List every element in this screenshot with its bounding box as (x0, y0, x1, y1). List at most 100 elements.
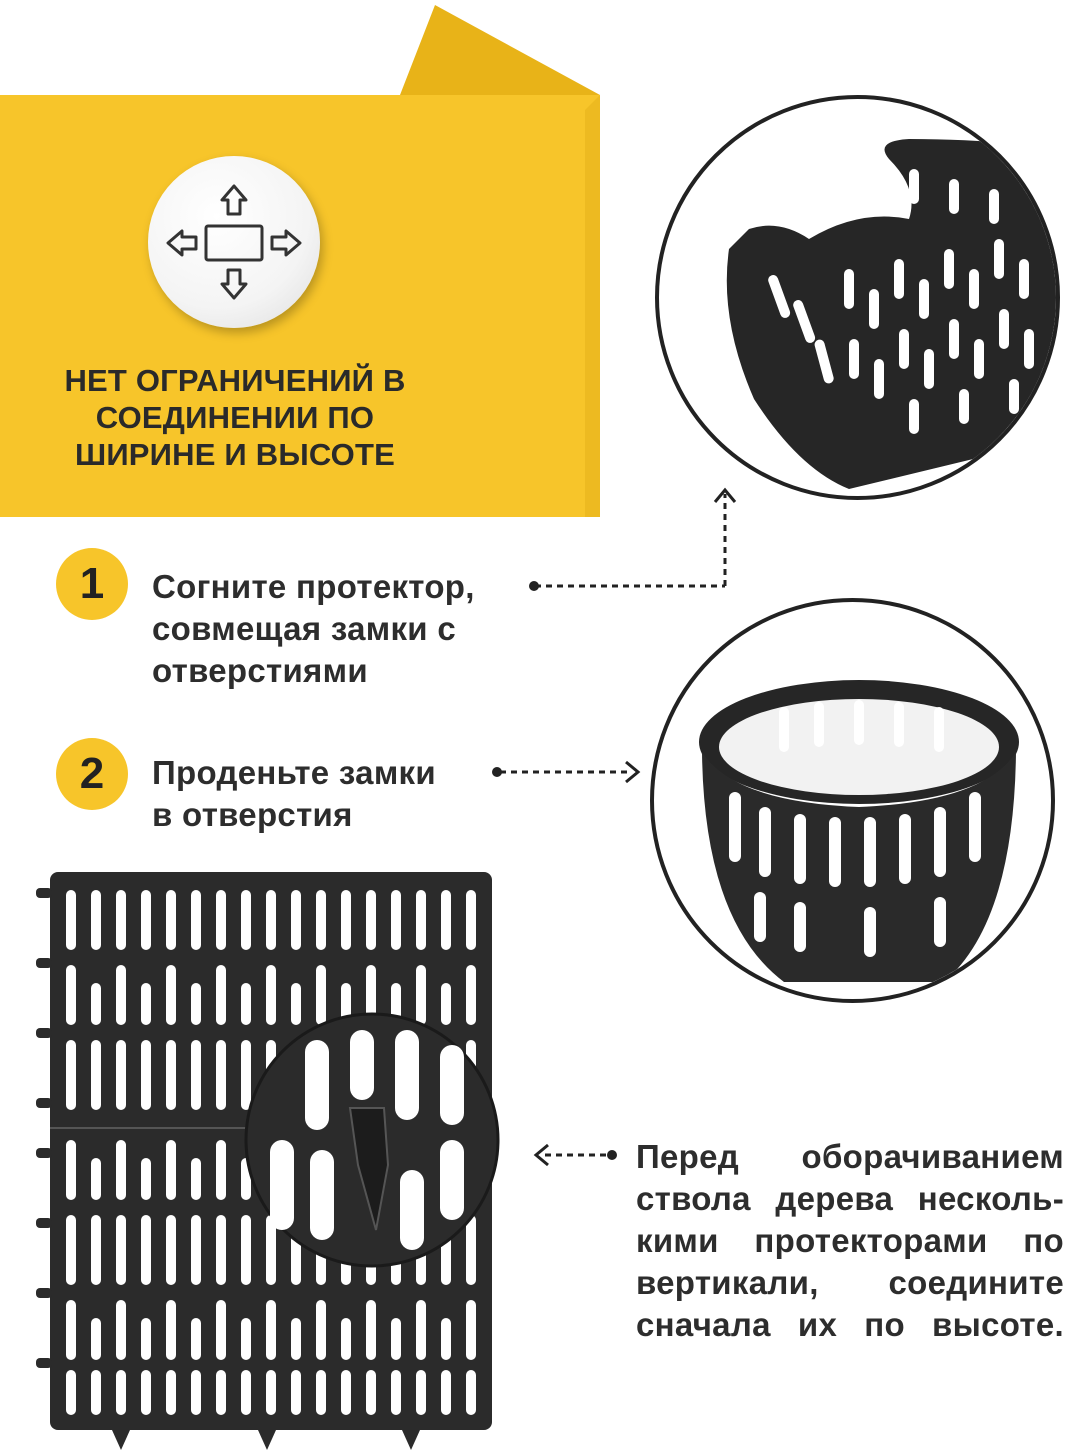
panel-slot (216, 1140, 226, 1200)
panel-slot (291, 1318, 301, 1360)
panel-slot (441, 1318, 451, 1360)
panel-slot (291, 890, 301, 950)
panel-slot (91, 1040, 101, 1110)
panel-slot (116, 1040, 126, 1110)
panel-slot (416, 890, 426, 950)
bent-protector-photo (655, 95, 1060, 500)
panel-slot (66, 1140, 76, 1200)
panel-slot (341, 890, 351, 950)
panel-slot (116, 1215, 126, 1285)
panel-slot (241, 1040, 251, 1110)
panel-slot (66, 965, 76, 1025)
panel-slot (191, 1215, 201, 1285)
panel-slot (66, 890, 76, 950)
panel-slot (366, 1300, 376, 1360)
panel-slot (66, 1040, 76, 1110)
panel-slot (166, 890, 176, 950)
panel-slot (141, 1158, 151, 1200)
panel-slot (141, 983, 151, 1025)
panel-slot (466, 1370, 476, 1415)
panel-slot (66, 1370, 76, 1415)
panel-slot (141, 1215, 151, 1285)
panel-slot (66, 1300, 76, 1360)
panel-slot (141, 1370, 151, 1415)
closed-protector-image (699, 680, 1019, 982)
panel-slot (441, 983, 451, 1025)
panel-slot (466, 890, 476, 950)
panel-slot (116, 1300, 126, 1360)
closed-protector-photo (650, 598, 1055, 1003)
panel-slot (316, 1370, 326, 1415)
step-1-text: Согните протектор, совмещая замки с отве… (152, 568, 475, 689)
panel-slot (241, 1318, 251, 1360)
note-line: кими протекторами по (636, 1222, 1064, 1259)
panel-slot (166, 1215, 176, 1285)
panel-slot (441, 890, 451, 950)
connector-dots (492, 581, 617, 1160)
panel-slot (341, 1370, 351, 1415)
panel-slot (91, 890, 101, 950)
panel-slot (291, 983, 301, 1025)
panel-slot (116, 1370, 126, 1415)
note-line: сначала их по высоте. (636, 1306, 1064, 1343)
panel-slot (191, 1158, 201, 1200)
panel-slot (216, 1040, 226, 1110)
panel-slot (291, 1370, 301, 1415)
panel-slot (266, 965, 276, 1025)
panel-slot (366, 965, 376, 1025)
panel-slot (191, 1040, 201, 1110)
assembly-note: Перед оборачиванием ствола дерева нескол… (636, 1136, 1064, 1346)
panel-slot (91, 1215, 101, 1285)
panel-slot (391, 890, 401, 950)
panel-slot (116, 1140, 126, 1200)
feature-text: НЕТ ОГРАНИЧЕНИЙ В СОЕДИНЕНИИ ПО ШИРИНЕ И… (64, 363, 406, 472)
panel-slot (216, 1215, 226, 1285)
panel-slot (316, 965, 326, 1025)
panel-slot (91, 1318, 101, 1360)
panel-slot (366, 890, 376, 950)
panel-slot (466, 965, 476, 1025)
step-2-text: Проденьте замки в отверстия (152, 754, 436, 833)
panel-slot (116, 890, 126, 950)
panel-slot (316, 890, 326, 950)
panel-slot (416, 1370, 426, 1415)
panel-slot (266, 1300, 276, 1360)
step-1-badge: 1 (56, 548, 128, 620)
panel-slot (191, 890, 201, 950)
panel-slot (216, 965, 226, 1025)
panel-slot (216, 1370, 226, 1415)
panel-slot (466, 1300, 476, 1360)
panel-slot (266, 890, 276, 950)
panel-slot (266, 1215, 276, 1285)
panel-slot (241, 890, 251, 950)
lock-zoom-circle (244, 1012, 500, 1268)
step-2-badge: 2 (56, 738, 128, 810)
feature-icon-circle (148, 156, 320, 328)
panel-slot (241, 1215, 251, 1285)
panel-slot (241, 983, 251, 1025)
panel-slot (266, 1370, 276, 1415)
panel-slot (66, 1215, 76, 1285)
panel-slot (341, 983, 351, 1025)
panel-slot (166, 1300, 176, 1360)
panel-slot (91, 1158, 101, 1200)
panel-slot (191, 1318, 201, 1360)
panel-slot (91, 983, 101, 1025)
panel-slot (91, 1370, 101, 1415)
panel-slot (366, 1370, 376, 1415)
panel-slot (441, 1370, 451, 1415)
panel-slot (341, 1318, 351, 1360)
panel-slot (316, 1300, 326, 1360)
banner-background (0, 5, 600, 517)
feature-banner: НЕТ ОГРАНИЧЕНИЙ В СОЕДИНЕНИИ ПО ШИРИНЕ И… (0, 0, 600, 530)
panel-slot (416, 965, 426, 1025)
panel-slot (391, 1370, 401, 1415)
note-line: Перед оборачиванием (636, 1138, 1064, 1175)
panel-slot (166, 965, 176, 1025)
panel-slot (166, 1140, 176, 1200)
panel-slot (116, 965, 126, 1025)
note-line: ствола дерева несколь- (636, 1180, 1064, 1217)
panel-slot (416, 1300, 426, 1360)
panel-slot (241, 1370, 251, 1415)
